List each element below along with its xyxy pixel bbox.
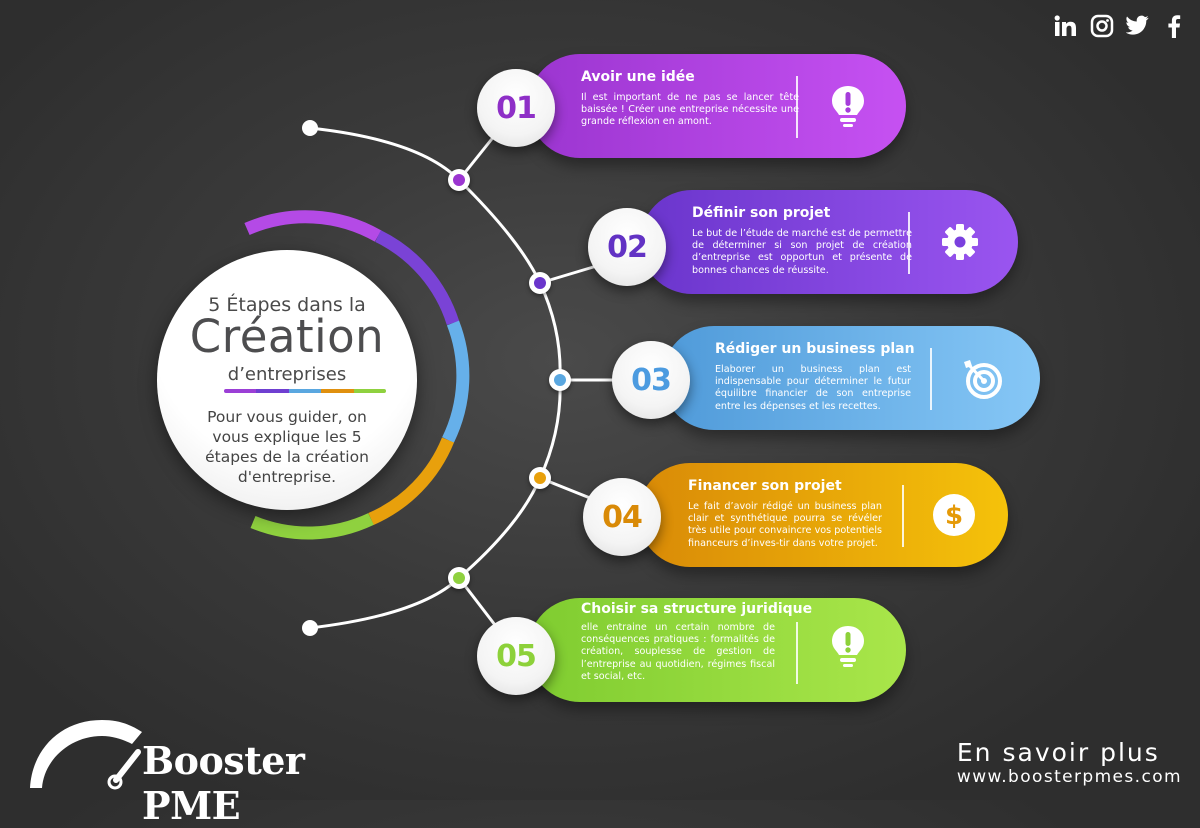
step-title: Rédiger un business plan <box>715 341 915 357</box>
lightbulb-icon <box>832 626 864 667</box>
intro-circle: 5 Étapes dans la Création d’entreprises … <box>157 250 417 510</box>
linkedin-icon[interactable] <box>1054 14 1078 38</box>
step-description: Elaborer un business plan est indispensa… <box>715 364 911 412</box>
svg-text:$: $ <box>945 501 963 531</box>
divider <box>796 76 798 138</box>
social-links <box>1054 14 1186 38</box>
timeline-node-4 <box>529 467 551 489</box>
timeline-node-2 <box>529 272 551 294</box>
step-title: Financer son projet <box>688 478 842 494</box>
intro-line-3: d’entreprises <box>227 364 347 385</box>
arc-endpoint-top <box>302 120 318 136</box>
speedometer-icon <box>30 720 142 790</box>
divider <box>908 212 910 274</box>
brand-name: Booster PME <box>142 738 305 828</box>
learn-more[interactable]: En savoir plus www.boosterpmes.com <box>957 738 1182 787</box>
step-title: Avoir une idée <box>581 69 695 85</box>
step-title: Définir son projet <box>692 205 831 221</box>
step-description: Le but de l’étude de marché est de perme… <box>692 228 912 276</box>
step-number-1: 01 <box>477 69 555 147</box>
step-number-4: 04 <box>583 478 661 556</box>
arc-endpoint-bottom <box>302 620 318 636</box>
step-card-1: Avoir une idée Il est important de ne pa… <box>528 54 906 158</box>
intro-description: Pour vous guider, on vous explique les 5… <box>205 408 369 486</box>
timeline-node-3 <box>549 369 571 391</box>
dollar-icon: $ <box>933 494 975 536</box>
website-link[interactable]: www.boosterpmes.com <box>956 767 1182 787</box>
step-description: Le fait d’avoir rédigé un business plan … <box>688 501 882 549</box>
intro-line-1: 5 Étapes dans la <box>208 294 366 316</box>
step-number-3: 03 <box>612 341 690 419</box>
lightbulb-icon <box>832 86 864 127</box>
color-bar <box>224 389 386 393</box>
step-card-3: Rédiger un business plan Elaborer un bus… <box>662 326 1040 430</box>
target-icon <box>964 360 1002 399</box>
timeline-node-1 <box>448 169 470 191</box>
twitter-icon[interactable] <box>1126 14 1150 38</box>
instagram-icon[interactable] <box>1090 14 1114 38</box>
timeline-node-5 <box>448 567 470 589</box>
step-card-4: Financer son projet Le fait d’avoir rédi… <box>638 463 1008 567</box>
step-card-2: Définir son projet Le but de l’étude de … <box>640 190 1018 294</box>
step-number-5: 05 <box>477 617 555 695</box>
step-title: Choisir sa structure juridique <box>581 601 813 617</box>
step-description: Il est important de ne pas se lancer têt… <box>581 92 799 128</box>
intro-title: Création <box>189 310 385 363</box>
brand-logo: Booster PME <box>20 710 400 828</box>
step-card-5: Choisir sa structure juridique elle entr… <box>528 598 906 702</box>
facebook-icon[interactable] <box>1162 14 1186 38</box>
learn-more-label: En savoir plus <box>956 738 1160 767</box>
step-number-2: 02 <box>588 208 666 286</box>
divider <box>930 348 932 410</box>
divider <box>902 485 904 547</box>
gear-icon <box>942 224 978 260</box>
divider <box>796 622 798 684</box>
step-description: elle entraine un certain nombre de consé… <box>581 622 775 682</box>
